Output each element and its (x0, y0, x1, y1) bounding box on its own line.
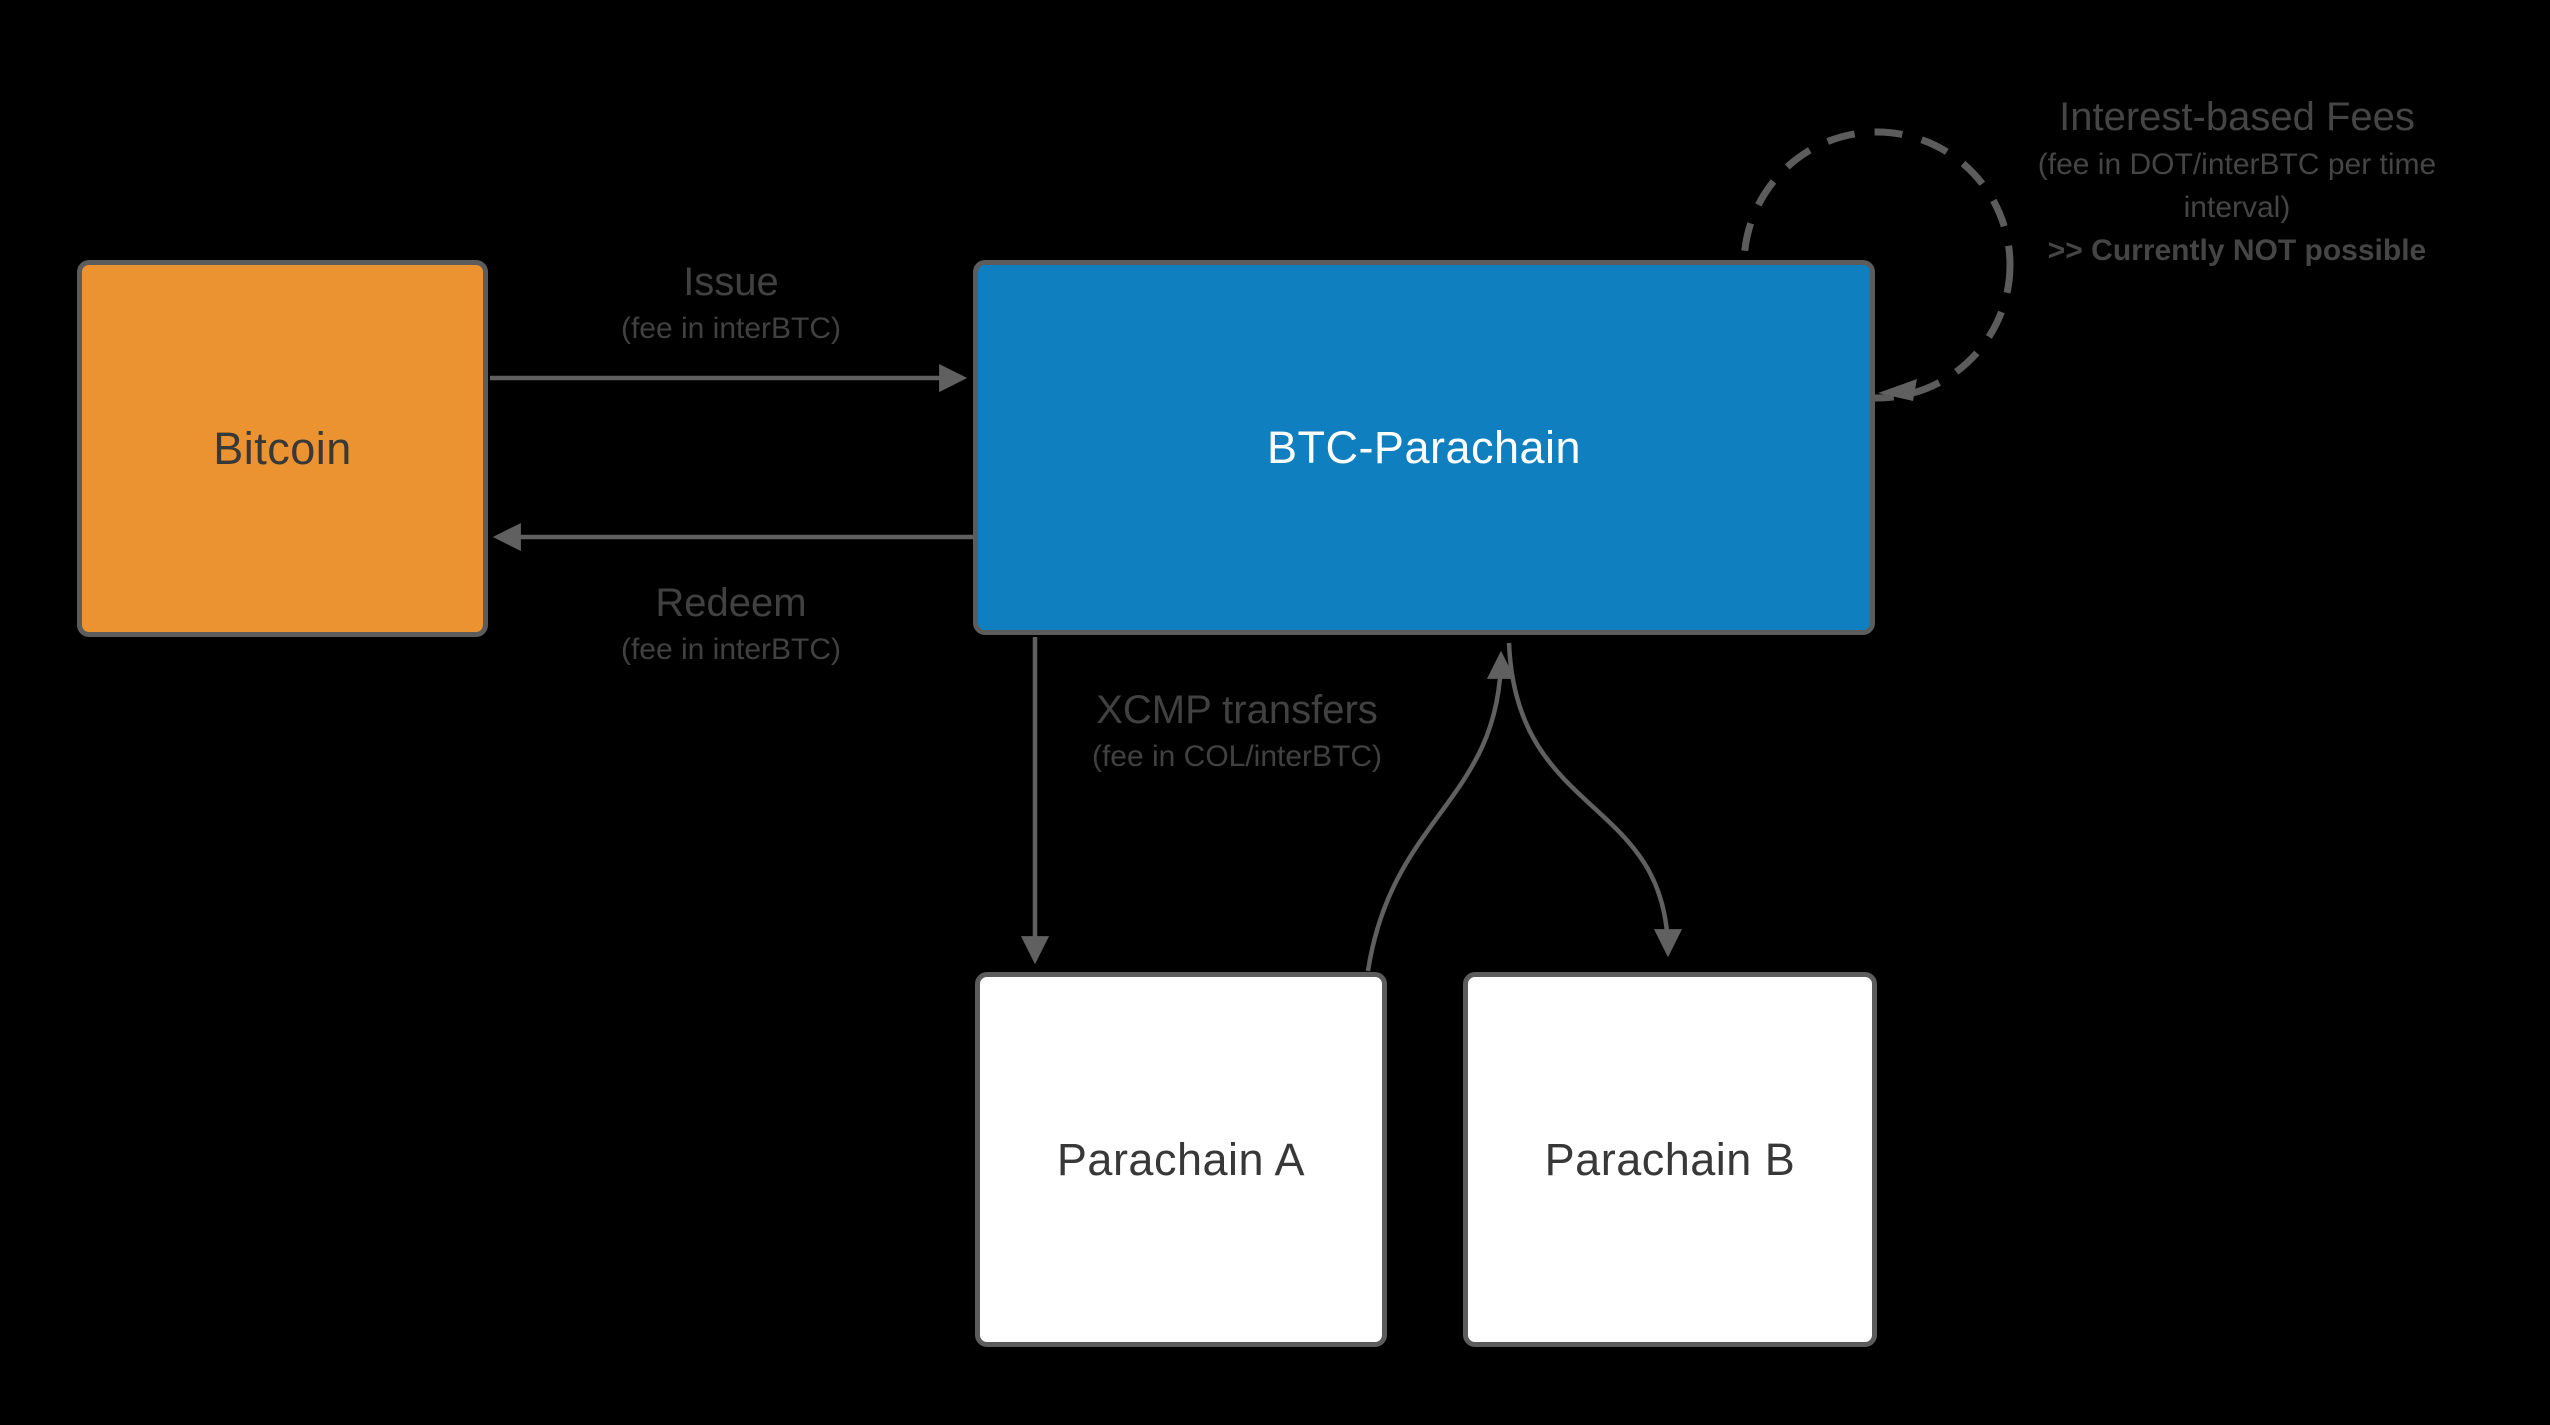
parachain-a-node: Parachain A (975, 972, 1387, 1347)
interest-loop-arrowhead-icon (1878, 379, 1917, 401)
btc-parachain-node-label: BTC-Parachain (1266, 421, 1582, 473)
btc-parachain-node: BTC-Parachain (973, 260, 1875, 635)
redeem-label-title: Redeem (655, 581, 807, 625)
interest-loop-circle (1740, 128, 2014, 402)
parachain-b-node: Parachain B (1463, 972, 1877, 1347)
interest-fees-title: Interest-based Fees (2059, 95, 2415, 139)
redeem-edge-label: Redeem (fee in interBTC) (511, 579, 951, 669)
issue-edge-label: Issue (fee in interBTC) (511, 258, 951, 348)
interest-fees-sub: (fee in DOT/interBTC per time interval) (2037, 148, 2437, 224)
xcmp-edge-label: XCMP transfers (fee in COL/interBTC) (1017, 686, 1457, 776)
xcmp-curve-btc-to-parachain-b (1506, 642, 1683, 958)
xcmp-curve-parachain-a-to-btc (1365, 650, 1516, 972)
xcmp-label-sub: (fee in COL/interBTC) (1091, 740, 1383, 773)
xcmp-label-title: XCMP transfers (1096, 688, 1378, 732)
redeem-label-sub: (fee in interBTC) (620, 633, 842, 666)
issue-label-title: Issue (683, 260, 779, 304)
interest-fees-label: Interest-based Fees (fee in DOT/interBTC… (1987, 91, 2487, 272)
parachain-a-node-label: Parachain A (1056, 1133, 1306, 1185)
issue-label-sub: (fee in interBTC) (620, 312, 842, 345)
interest-fees-note: >> Currently NOT possible (2047, 234, 2427, 267)
bitcoin-node: Bitcoin (77, 260, 488, 637)
bitcoin-node-label: Bitcoin (213, 422, 352, 474)
parachain-b-node-label: Parachain B (1544, 1133, 1796, 1185)
